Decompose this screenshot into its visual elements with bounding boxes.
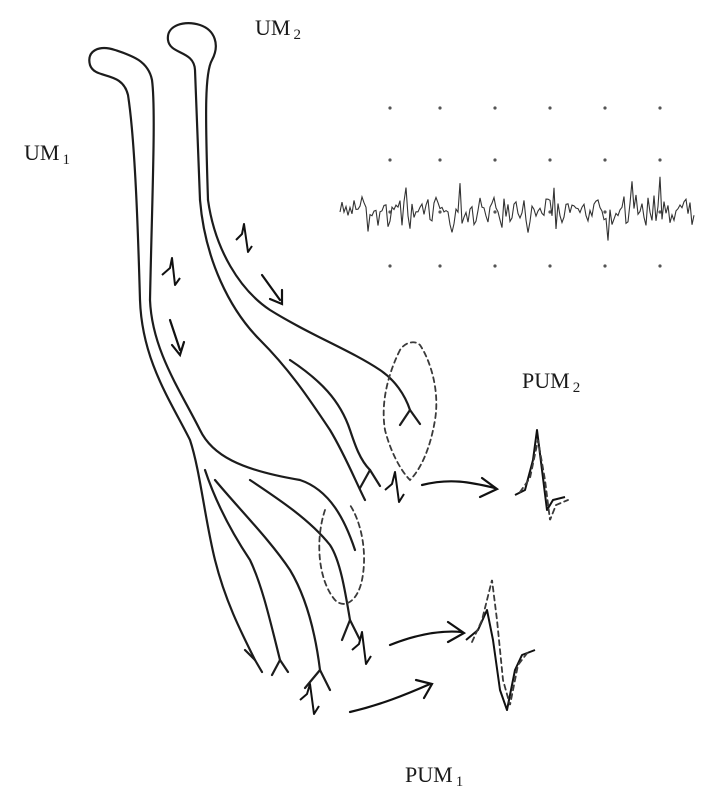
- label-pum1: PUM1: [405, 762, 463, 791]
- label-pum2: PUM2: [522, 368, 580, 397]
- grid-dot: [388, 158, 391, 161]
- label-pum2-sub: 2: [573, 380, 581, 396]
- label-um1-sub: 1: [62, 152, 70, 168]
- um1-branch-b: [215, 480, 320, 670]
- label-pum1-main: PUM: [405, 762, 453, 787]
- um1-soma: [89, 48, 153, 300]
- grid-dot: [548, 264, 551, 267]
- label-um2-sub: 2: [293, 27, 301, 43]
- spike-um1: [162, 258, 180, 285]
- um2-axon-left: [200, 200, 365, 500]
- label-um1-main: UM: [24, 140, 59, 165]
- arrow-to-pum1-upper: [390, 622, 464, 645]
- arrow-um1: [170, 320, 184, 355]
- um1-axon-left: [140, 300, 255, 660]
- pum1-waveform: [466, 580, 535, 710]
- um2-terminals: [360, 410, 420, 488]
- grid-dot: [438, 210, 441, 213]
- grid-dot: [388, 106, 391, 109]
- arrow-to-pum2: [422, 478, 497, 497]
- grid-dot: [438, 158, 441, 161]
- grid-dot: [388, 264, 391, 267]
- spike-pum2: [385, 472, 404, 502]
- label-um2: UM2: [255, 15, 301, 44]
- grid-dot: [603, 264, 606, 267]
- grid-dot: [603, 158, 606, 161]
- um2-neuron: [168, 23, 420, 500]
- grid-dot: [658, 158, 661, 161]
- emg-recording-trace: [340, 177, 694, 241]
- arrow-to-pum1-lower: [350, 680, 432, 712]
- pum2-waveform-solid: [515, 430, 565, 510]
- grid-dot: [603, 210, 606, 213]
- arrow-um2: [262, 275, 282, 304]
- spike-pum1-b: [300, 684, 319, 714]
- grid-dot: [603, 106, 606, 109]
- um2-branch: [290, 360, 370, 470]
- grid-dot: [438, 264, 441, 267]
- grid-dot: [493, 264, 496, 267]
- grid-dot: [658, 106, 661, 109]
- grid-dot: [493, 158, 496, 161]
- um1-neuron: [89, 48, 360, 690]
- label-pum2-main: PUM: [522, 368, 570, 393]
- emg-grid: [388, 106, 661, 267]
- label-um2-main: UM: [255, 15, 290, 40]
- spike-pum1-a: [352, 632, 371, 664]
- label-pum1-sub: 1: [456, 774, 464, 790]
- grid-dot: [493, 106, 496, 109]
- grid-dot: [548, 158, 551, 161]
- pum2-waveform: [515, 430, 568, 520]
- grid-dot: [548, 106, 551, 109]
- label-um1: UM1: [24, 140, 70, 169]
- grid-dot: [438, 106, 441, 109]
- grid-dot: [658, 264, 661, 267]
- um2-axon-right: [208, 200, 410, 410]
- spike-um2: [236, 224, 252, 252]
- grid-dot: [493, 210, 496, 213]
- um2-soma: [168, 23, 216, 200]
